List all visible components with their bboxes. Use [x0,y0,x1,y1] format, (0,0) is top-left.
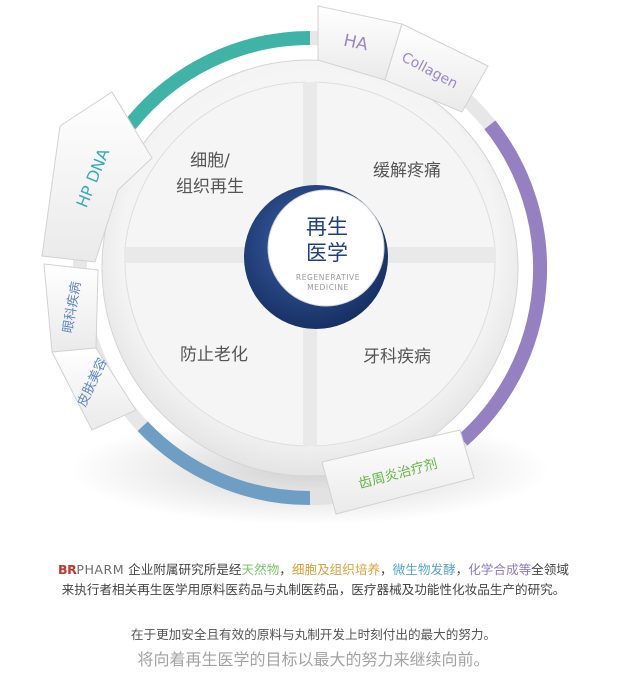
center-title-line2: 医学 [306,241,348,265]
label-dental-disease: 牙科疾病 [363,347,431,367]
regenerative-medicine-diagram: 细胞/ 组织再生 缓解疼痛 防止老化 牙科疾病 再生 医学 REGENERATI… [41,5,550,525]
description: BRPHARM 企业附属研究所是经天然物，细胞及组织培养，微生物发酵，化学合成等… [0,560,627,600]
center-title-line1: 再生 [306,215,348,239]
description-text1: 企业附属研究所是经 [124,562,242,577]
separator-2: ， [380,562,393,577]
description-line2: 来执行者相关再生医学用原料医药品与丸制医药品，医疗器械及功能性化妆品生产的研究。 [61,582,566,597]
closing-line2: 将向着再生医学的目标以最大的努力来继续向前。 [137,650,490,669]
highlight-chemical-synthesis: 化学合成等 [468,562,532,577]
highlight-cell-culture: 细胞及组织培养 [291,562,381,577]
label-pain-relief: 缓解疼痛 [373,161,441,181]
quadrant-bottom-left [124,261,306,447]
center-hub [267,189,385,307]
purple-arc [458,120,548,446]
brand-logo-br: BR [58,562,77,577]
quadrant-top-left [124,81,306,249]
closing-line1: 在于更加安全且有效的原料与丸制开发上时刻付出的最大的努力。 [130,627,497,642]
tab-hp-dna: HP DNA [41,91,153,263]
center-subtitle-line2: MEDICINE [307,283,349,292]
tab-ophthalmology: 眼科疾病 [43,263,99,353]
brand-logo-pharm: PHARM [76,562,125,577]
label-anti-aging: 防止老化 [180,345,248,365]
tab-periodontitis: 齿周炎治疗剂 [321,429,475,515]
teal-arc [124,31,311,130]
blue-arc [137,421,311,506]
highlight-natural-products: 天然物 [241,562,280,577]
description-text2: 全领域 [531,562,569,577]
separator-1: ， [279,562,292,577]
separator-3: ， [455,562,469,577]
label-cell-regeneration-line1: 细胞/ [190,151,230,171]
label-cell-regeneration-line2: 组织再生 [176,177,244,197]
center-subtitle-line1: REGENERATIVE [296,273,360,282]
tab-collagen: Collagen [384,23,489,113]
tab-skin-care: 皮肤美容 [51,347,137,431]
description-line1: BRPHARM 企业附属研究所是经天然物，细胞及组织培养，微生物发酵，化学合成等… [0,560,627,580]
highlight-fermentation: 微生物发酵 [392,562,456,577]
